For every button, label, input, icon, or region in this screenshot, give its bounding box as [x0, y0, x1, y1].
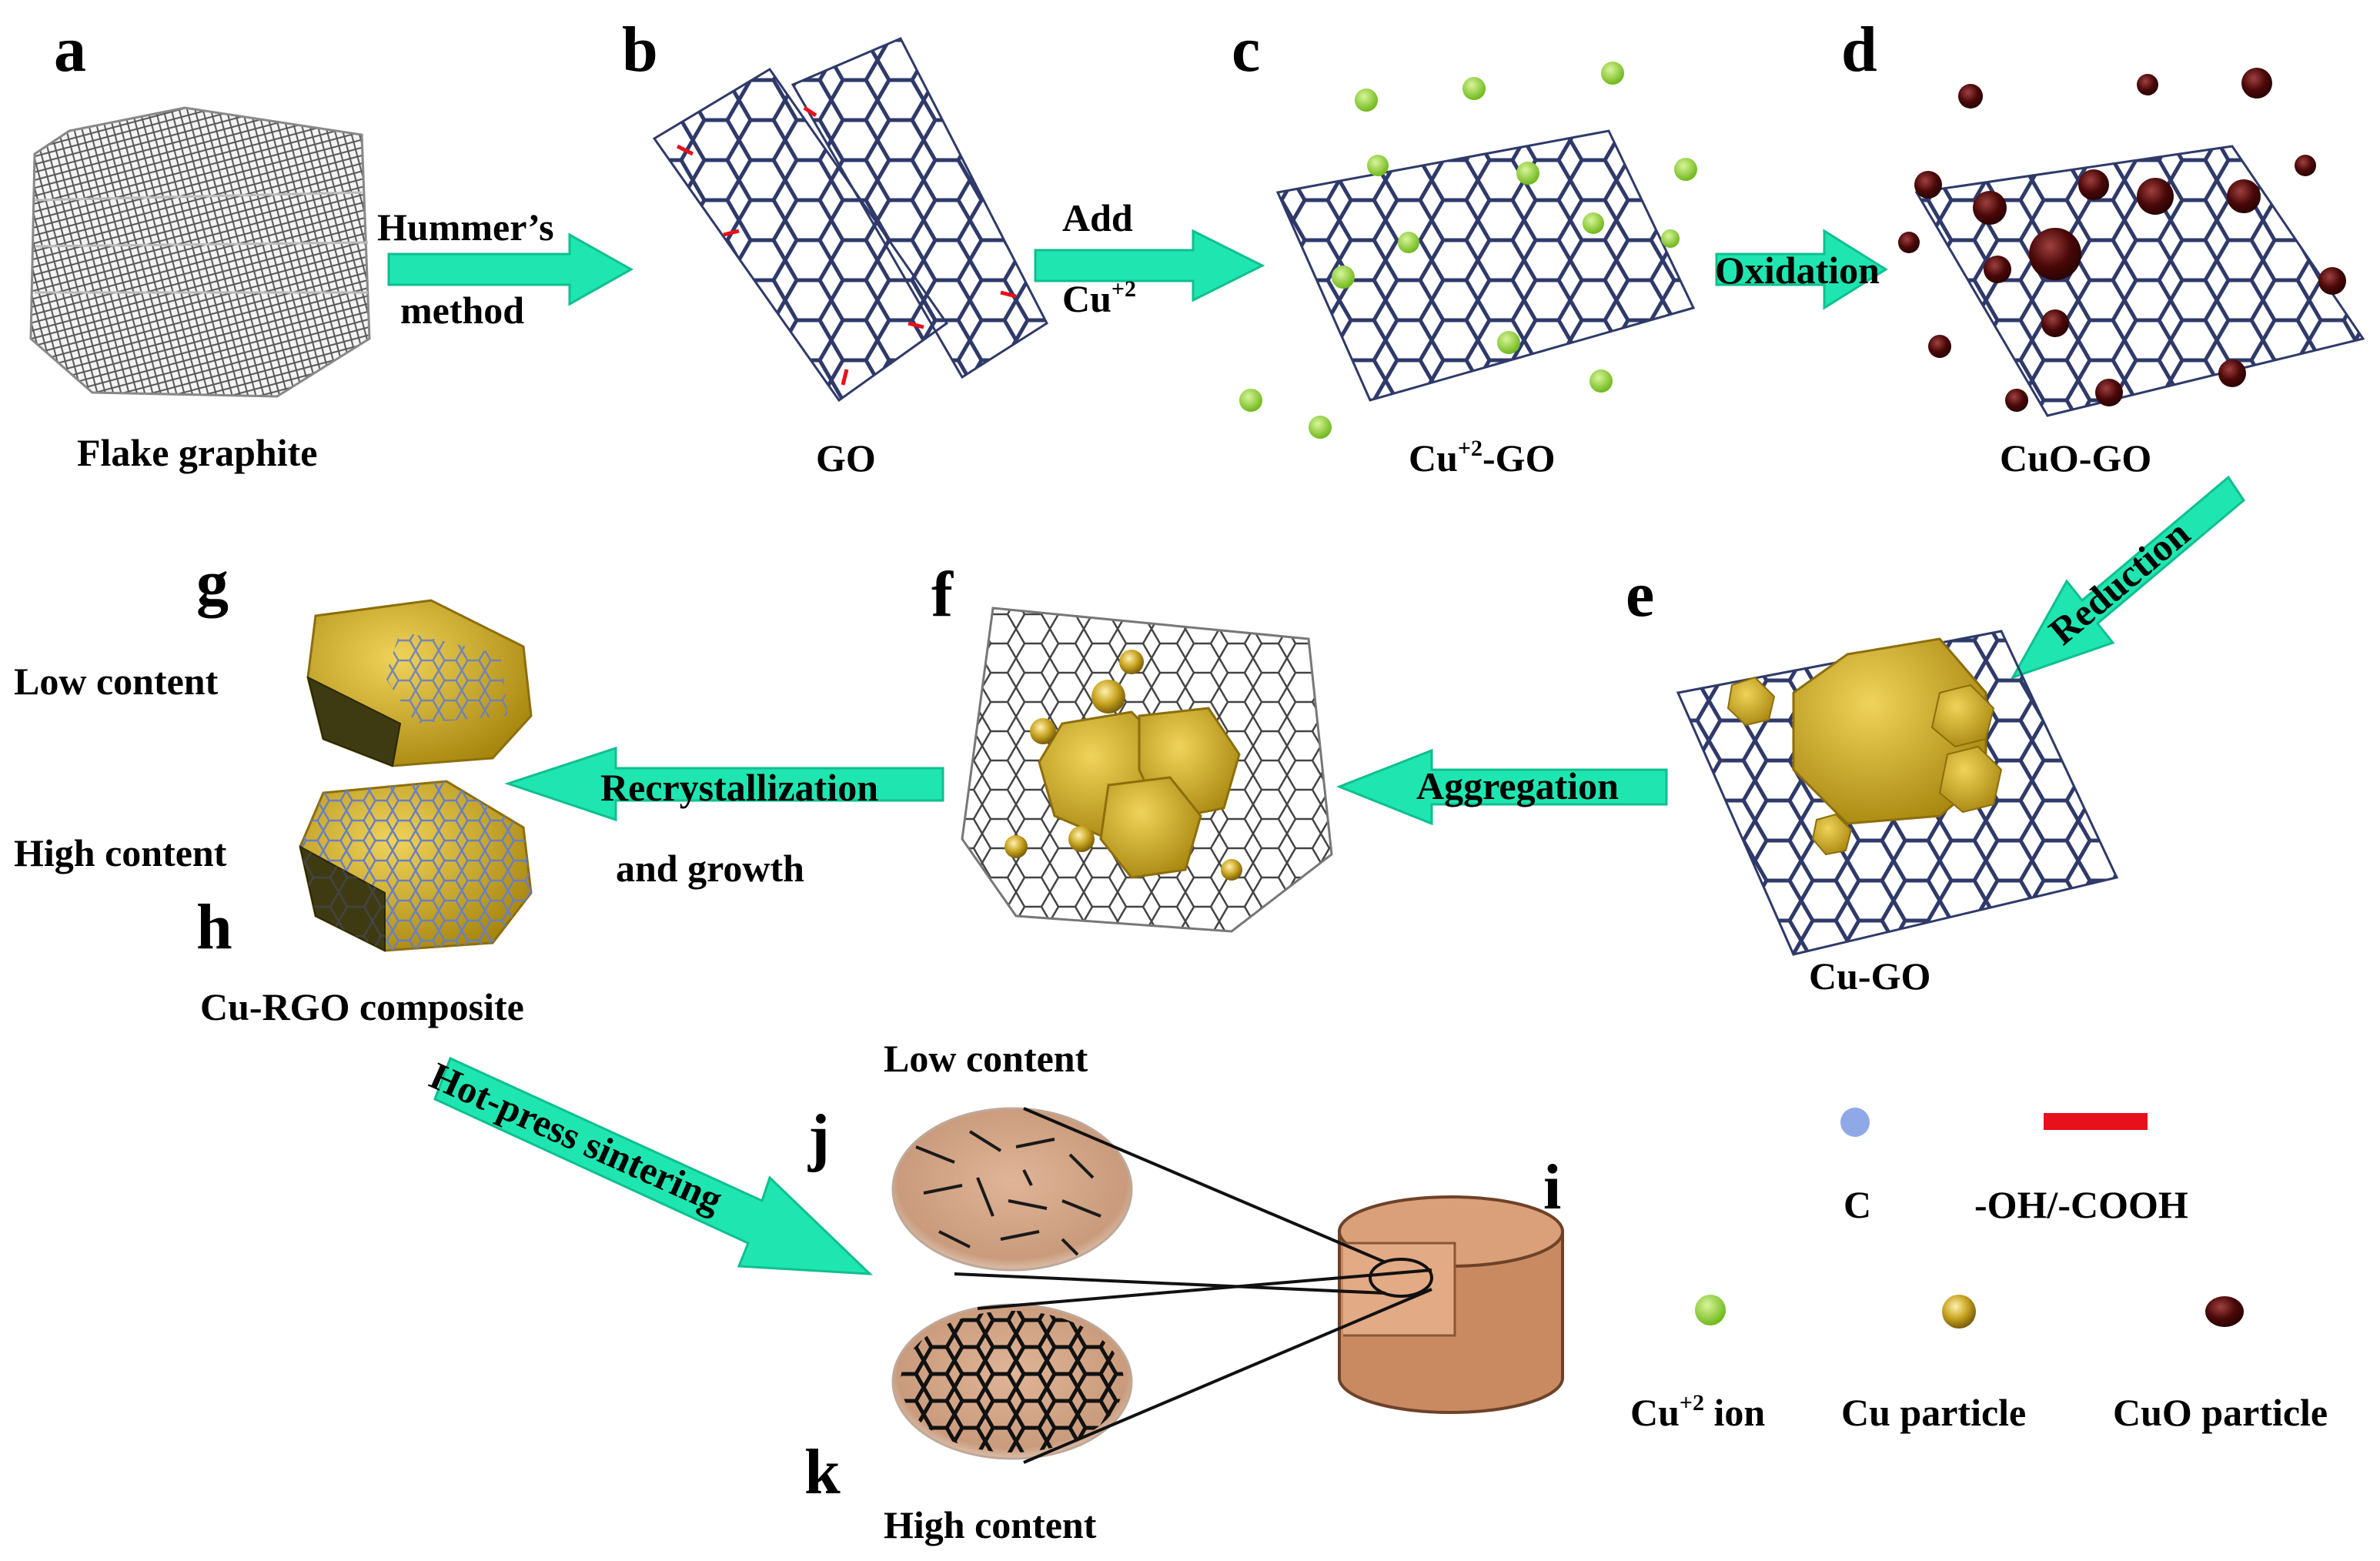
- label-add: Add: [1062, 196, 1133, 239]
- panel-e-cu-go: [1676, 630, 2119, 956]
- panel-letter-k: k: [804, 1436, 841, 1508]
- panel-letter-a: a: [54, 14, 86, 85]
- legend: C -OH/-COOH Cu+2 ion Cu particle CuO par…: [1630, 1108, 2328, 1434]
- legend-cu-ion-label: Cu+2 ion: [1630, 1390, 1765, 1434]
- arrow-reduction: [2010, 475, 2245, 680]
- panel-a-graphite: [29, 106, 371, 398]
- panel-i-bulk-cylinder: [1338, 1195, 1564, 1414]
- caption-cu-go: Cu+2-GO: [1409, 436, 1555, 480]
- panel-letter-j: j: [807, 1101, 830, 1173]
- legend-oh-label: -OH/-COOH: [1974, 1183, 2188, 1226]
- legend-cuo-particle-label: CuO particle: [2113, 1391, 2328, 1434]
- caption-flake-graphite: Flake graphite: [77, 431, 317, 474]
- panel-b-go-sheets: [652, 37, 1048, 403]
- label-g-low-content: Low content: [14, 660, 219, 703]
- caption-cu-go-final: Cu-GO: [1809, 954, 1930, 998]
- arrow-add-cu: [1034, 229, 1265, 303]
- panel-d-cuo-go: [1898, 68, 2365, 417]
- label-add-cu: Cu+2: [1062, 276, 1136, 320]
- arrow-recrystallization: [504, 746, 944, 822]
- panel-letter-g: g: [196, 547, 229, 619]
- panel-letter-e: e: [1626, 559, 1654, 630]
- label-hummers: Hummer’s: [377, 206, 554, 249]
- caption-go: GO: [816, 436, 876, 480]
- label-and-growth: and growth: [616, 847, 804, 890]
- panel-letter-c: c: [1232, 14, 1260, 85]
- arrow-hummers: [387, 232, 634, 306]
- panel-letter-d: d: [1841, 14, 1877, 85]
- legend-cu-particle-label: Cu particle: [1841, 1391, 2026, 1434]
- panel-h-high-content-particle: [299, 780, 533, 952]
- graphite-stack-shape: [29, 106, 371, 398]
- disc-k-high-content: [891, 1303, 1133, 1460]
- label-reduction: Reduction: [2041, 511, 2198, 653]
- arrow-hotpress: [433, 1056, 873, 1275]
- label-aggregation: Aggregation: [1416, 764, 1619, 807]
- disc-j-low-content: [891, 1107, 1133, 1272]
- zoom-lines: [954, 1107, 1432, 1464]
- legend-cu-particle-swatch: [1942, 1295, 1976, 1329]
- caption-cuo-go: CuO-GO: [2000, 436, 2151, 480]
- label-j-low-content: Low content: [884, 1037, 1088, 1080]
- legend-cuo-particle-swatch: [2205, 1296, 2244, 1327]
- label-h-high-content: High content: [14, 831, 227, 874]
- panel-f-aggregation: [961, 607, 1333, 933]
- label-oxidation: Oxidation: [1715, 249, 1880, 292]
- panel-letter-i: i: [1543, 1152, 1561, 1223]
- arrow-aggregation: [1335, 748, 1668, 826]
- caption-cu-rgo-composite: Cu-RGO composite: [200, 985, 524, 1028]
- panel-letter-b: b: [622, 14, 658, 85]
- label-hotpress: Hot-press sintering: [424, 1054, 729, 1221]
- arrow-oxidation: [1715, 229, 1888, 310]
- panel-letter-h: h: [196, 891, 232, 963]
- label-recrystallization: Recrystallization: [600, 766, 878, 809]
- legend-carbon-swatch: [1840, 1108, 1870, 1137]
- legend-carbon-label: C: [1843, 1183, 1871, 1226]
- label-k-high-content: High content: [884, 1503, 1097, 1546]
- panel-g-low-content-particle: [306, 599, 533, 767]
- legend-cu-ion-swatch: [1695, 1295, 1726, 1325]
- label-method: method: [400, 289, 524, 332]
- panel-letter-f: f: [931, 559, 954, 630]
- panel-c-cu-ion-go: [1239, 62, 1697, 439]
- legend-oh-swatch: [2044, 1113, 2148, 1130]
